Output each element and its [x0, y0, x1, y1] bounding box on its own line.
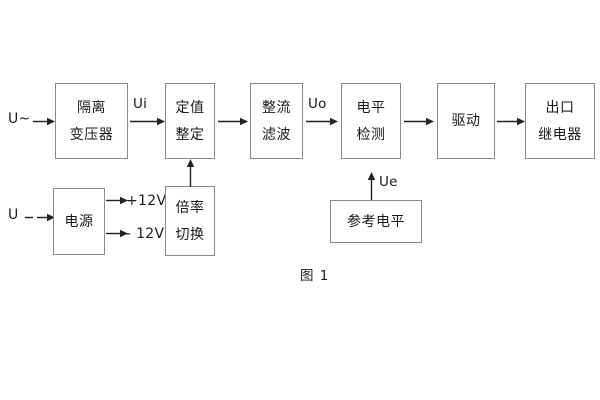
power-rail-negative-label: - 12V: [126, 226, 165, 242]
dc-input-label: U: [8, 207, 19, 223]
block-output-relay-line-2: 继电器: [538, 126, 582, 143]
power-rail-positive-label: +12V: [126, 193, 167, 209]
arrow-rectify-filter-to-level-detection: [306, 117, 338, 126]
block-level-detection-line-1: 电平: [356, 99, 386, 116]
block-drive-line-1: 驱动: [451, 113, 481, 129]
block-rectify-filter-line-1: 整流: [262, 99, 291, 116]
block-isolation-transformer-line-2: 变压器: [69, 126, 114, 143]
block-reference-level: 参考电平: [330, 200, 422, 243]
figure-caption: 图 1: [300, 268, 330, 284]
block-rectify-filter: 整流 滤波: [250, 83, 303, 159]
arrow-dc-input-to-power-supply: [25, 213, 55, 222]
block-level-detection: 电平 检测: [341, 83, 401, 159]
block-isolation-transformer: 隔离 变压器: [55, 83, 128, 159]
block-rectify-filter-line-2: 滤波: [262, 126, 291, 143]
arrow-ac-input-to-isolation-transformer: [33, 117, 55, 126]
signal-label-uo: Uo: [308, 96, 327, 112]
arrow-power-supply-positive-rail: [106, 196, 128, 205]
arrow-multiplier-switch-to-setting-value: [186, 159, 195, 187]
arrow-drive-to-output-relay: [497, 117, 525, 126]
block-setting-value-line-2: 整定: [175, 126, 205, 143]
block-multiplier-switch-line-2: 切换: [175, 226, 205, 243]
arrow-reference-level-to-level-detection: [367, 172, 376, 200]
block-level-detection-line-2: 检测: [356, 126, 386, 143]
block-multiplier-switch-line-1: 倍率: [175, 199, 205, 216]
block-isolation-transformer-line-1: 隔离: [77, 99, 106, 116]
block-power-supply-line-1: 电源: [64, 213, 94, 230]
signal-label-ue: Ue: [379, 174, 398, 190]
signal-label-ui: Ui: [133, 96, 148, 112]
ac-input-label: U~: [8, 111, 31, 127]
block-drive: 驱动: [437, 83, 495, 159]
arrow-level-detection-to-drive: [404, 117, 434, 126]
block-setting-value: 定值 整定: [165, 83, 215, 159]
block-output-relay-line-1: 出口: [545, 99, 575, 116]
block-reference-level-line-1: 参考电平: [347, 213, 405, 230]
block-setting-value-line-1: 定值: [175, 99, 205, 116]
arrow-power-supply-negative-rail: [106, 229, 128, 238]
block-multiplier-switch: 倍率 切换: [165, 186, 215, 256]
arrow-setting-value-to-rectify-filter: [218, 117, 248, 126]
arrow-isolation-transformer-to-setting-value: [130, 117, 165, 126]
block-power-supply: 电源: [53, 188, 105, 255]
block-output-relay: 出口 继电器: [525, 83, 595, 159]
